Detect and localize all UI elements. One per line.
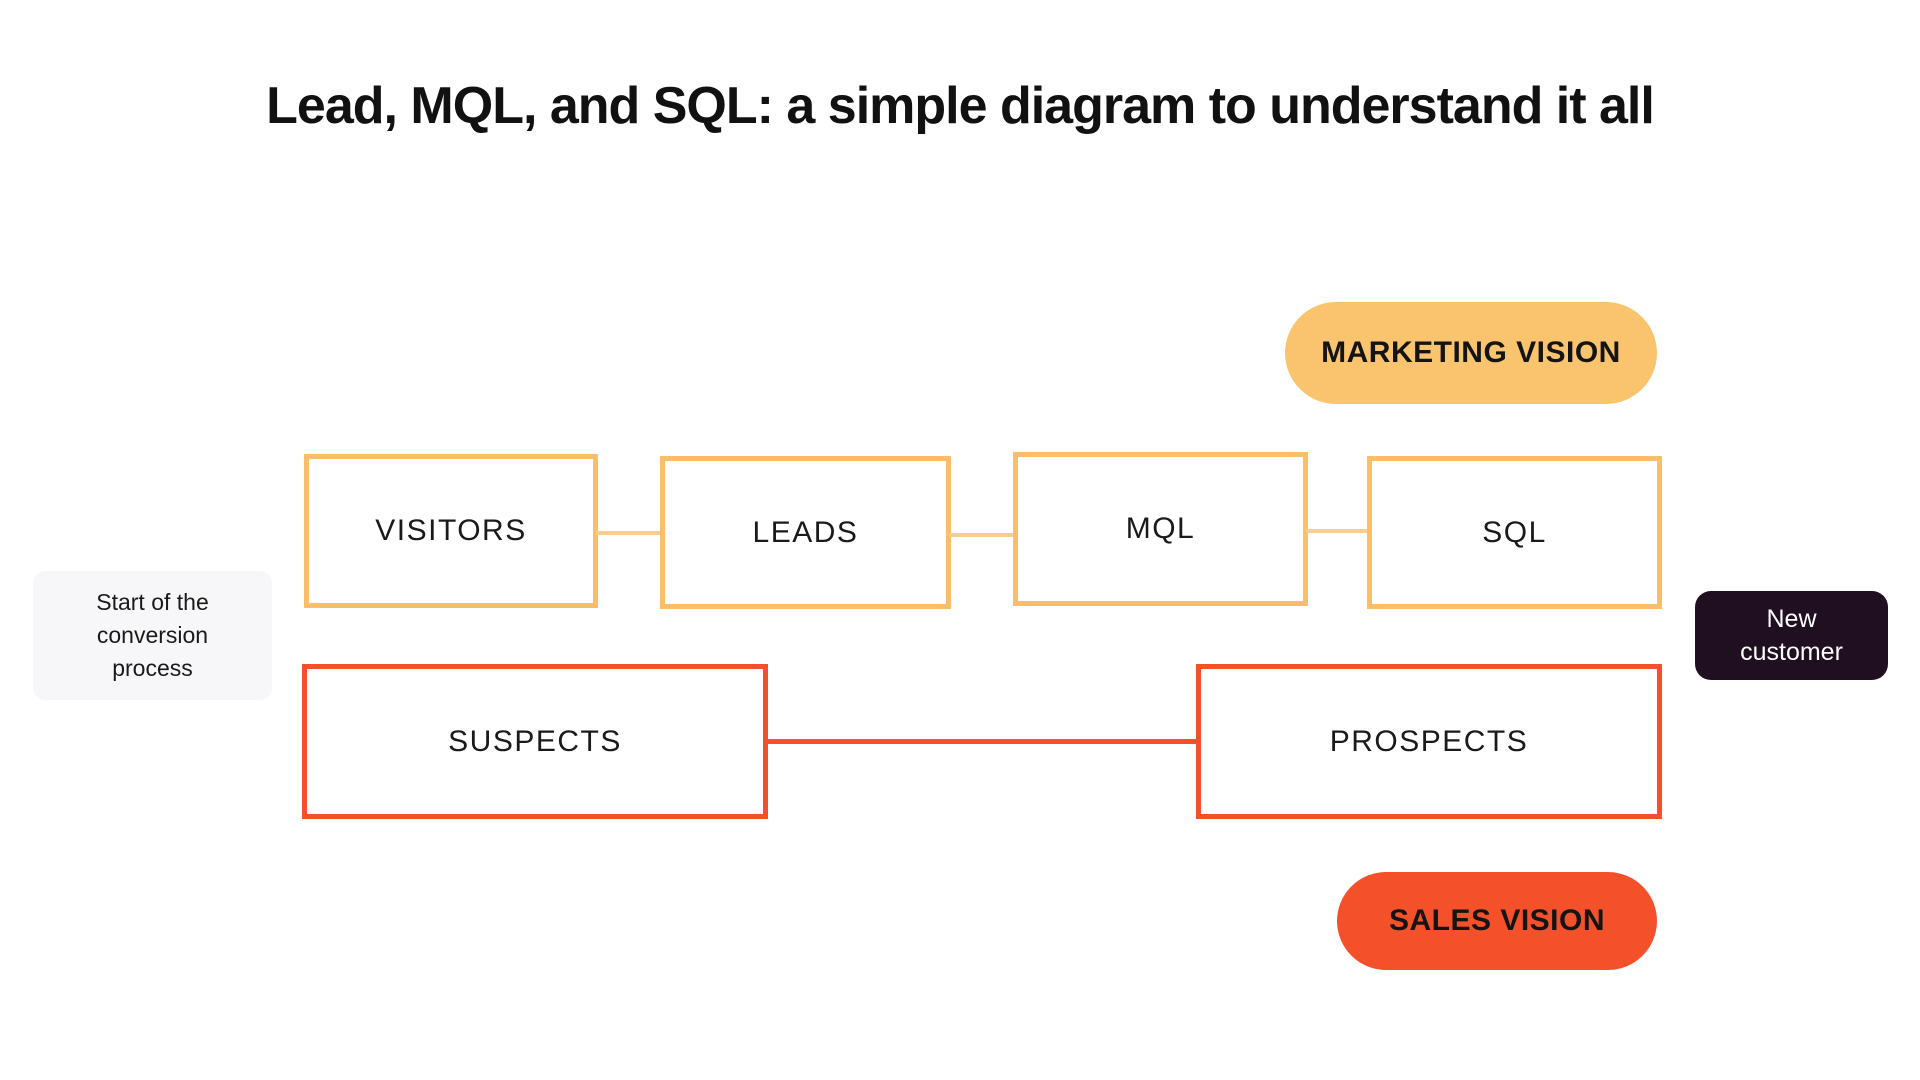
stage-sql-label: SQL bbox=[1482, 515, 1547, 549]
page-title: Lead, MQL, and SQL: a simple diagram to … bbox=[266, 77, 1655, 135]
stage-visitors-label: VISITORS bbox=[375, 514, 527, 547]
start-of-conversion-note-label: Start of the conversion process bbox=[96, 589, 209, 681]
stage-suspects-label: SUSPECTS bbox=[448, 724, 622, 758]
new-customer-note-label: New customer bbox=[1740, 604, 1843, 666]
stage-prospects: PROSPECTS bbox=[1196, 664, 1662, 819]
connector-mql-sql bbox=[1306, 529, 1369, 533]
connector-suspects-prospects bbox=[766, 739, 1198, 744]
new-customer-note: New customer bbox=[1695, 591, 1888, 680]
stage-mql: MQL bbox=[1013, 452, 1308, 606]
start-of-conversion-note: Start of the conversion process bbox=[33, 571, 272, 700]
marketing-vision-label: MARKETING VISION bbox=[1321, 336, 1621, 369]
marketing-vision-pill: MARKETING VISION bbox=[1285, 302, 1657, 404]
stage-suspects: SUSPECTS bbox=[302, 664, 768, 819]
connector-visitors-leads bbox=[596, 531, 662, 535]
connector-leads-mql bbox=[949, 533, 1015, 537]
stage-mql-label: MQL bbox=[1125, 512, 1196, 545]
stage-prospects-label: PROSPECTS bbox=[1329, 724, 1529, 758]
stage-leads: LEADS bbox=[660, 456, 951, 609]
sales-vision-pill: SALES VISION bbox=[1337, 872, 1657, 970]
stage-sql: SQL bbox=[1367, 456, 1662, 609]
stage-visitors: VISITORS bbox=[304, 454, 598, 608]
stage-leads-label: LEADS bbox=[752, 515, 859, 549]
sales-vision-label: SALES VISION bbox=[1388, 904, 1606, 937]
